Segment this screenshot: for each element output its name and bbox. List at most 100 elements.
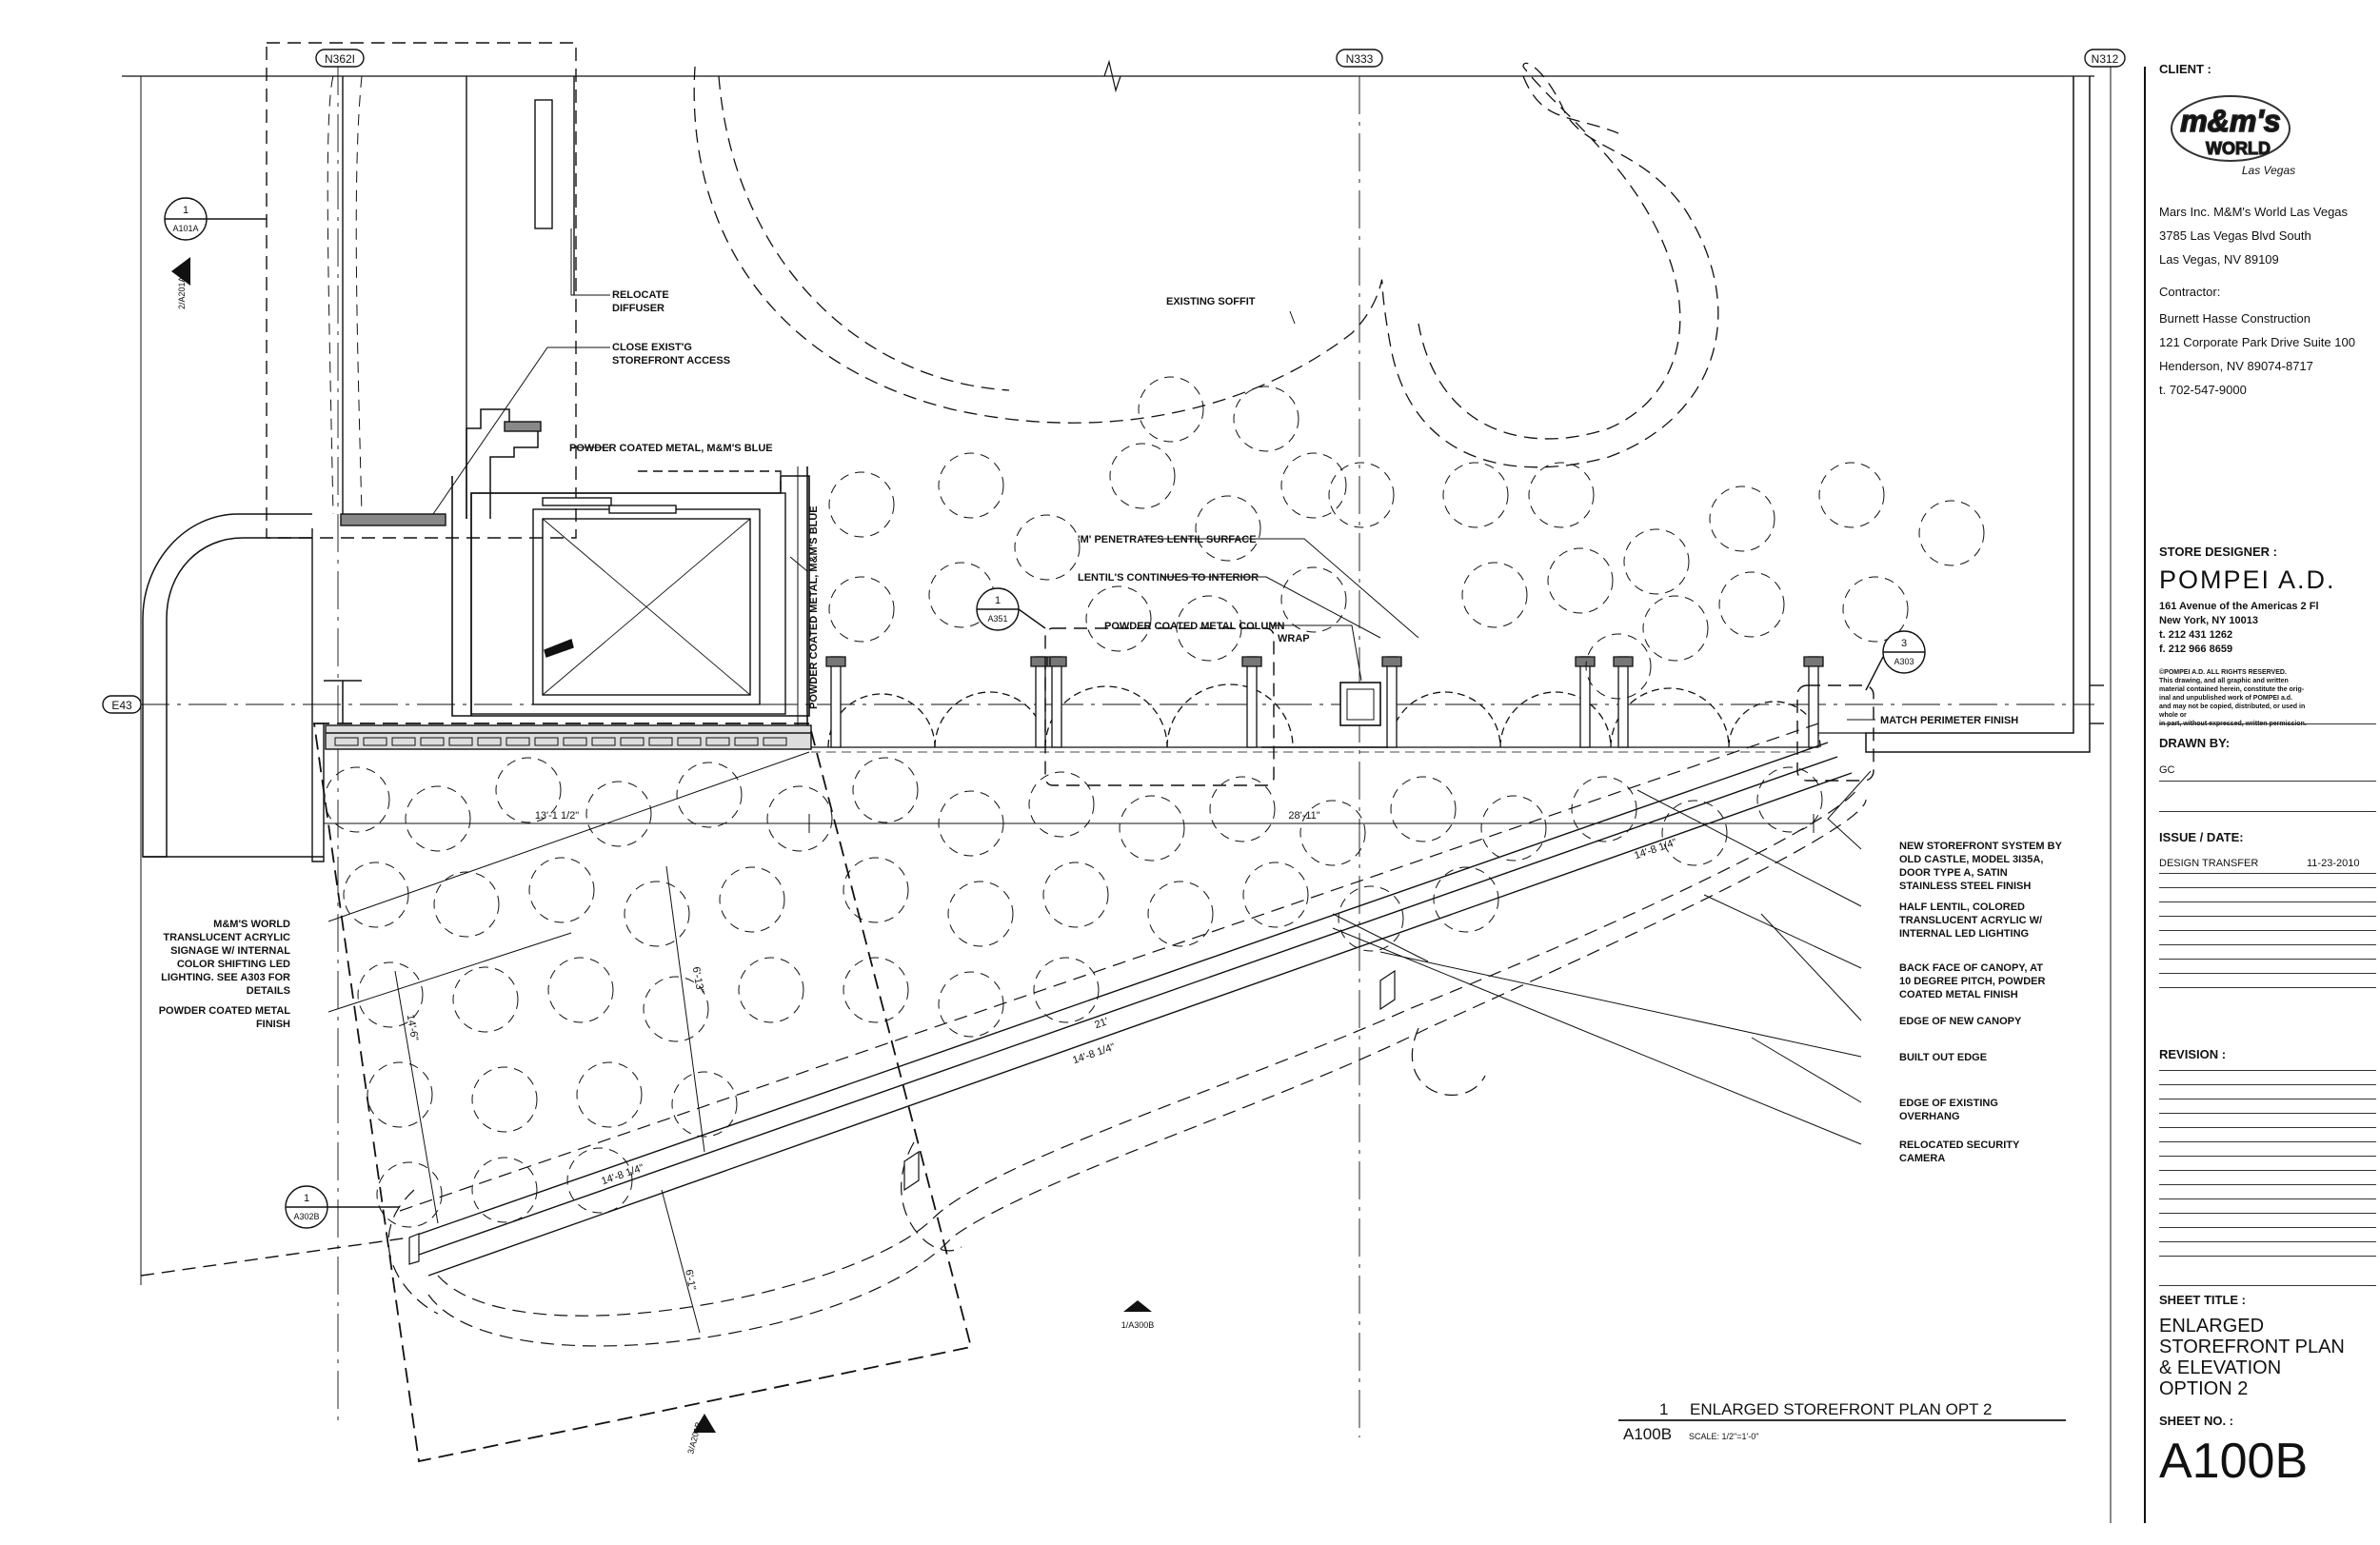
sheet-title-line-3: & ELEVATION xyxy=(2159,1357,2282,1378)
canopy-rotated-box xyxy=(312,723,973,1463)
designer-line-3: t. 212 431 1262 xyxy=(2159,629,2233,641)
note-vertical-blue: POWDER COATED METAL, M&M'S BLUE xyxy=(808,505,820,709)
note-powder-blue: POWDER COATED METAL, M&M'S BLUE xyxy=(569,443,773,454)
note-column-2: WRAP xyxy=(1278,633,1310,644)
leader-lines xyxy=(327,228,1875,1145)
issue-name: DESIGN TRANSFER xyxy=(2159,858,2259,869)
callout-a303: 3 A303 xyxy=(1865,630,1926,691)
detail-box-column xyxy=(1044,627,1275,786)
callout-num-a101a: 1 xyxy=(183,205,188,216)
notes: RELOCATE DIFFUSER CLOSE EXIST'G STOREFRO… xyxy=(159,289,2063,1164)
copyright-line-3: material contained herein, constitute th… xyxy=(2159,686,2305,693)
sheet-title-line-1: ENLARGED xyxy=(2159,1316,2265,1337)
elevator-door-2 xyxy=(608,505,677,514)
note-back-face-2: 10 DEGREE PITCH, POWDER xyxy=(1899,976,2045,987)
closed-storefront-bar2 xyxy=(504,421,542,432)
note-powder-finish-2: FINISH xyxy=(256,1019,290,1030)
callout-ref-a302b: A302B xyxy=(293,1212,319,1221)
section-mark-bottom: 1/A300B xyxy=(1121,1300,1155,1330)
dim-label-1: 13'-1 1/2" xyxy=(535,810,579,822)
door-posts xyxy=(825,656,1824,748)
note-new-storefront-2: OLD CASTLE, MODEL 3I35A, xyxy=(1899,854,2043,865)
vestibule-inner xyxy=(470,492,786,715)
logo-main-text: m&m's xyxy=(2180,104,2280,138)
callout-a351: 1 A351 xyxy=(976,587,1046,631)
elevator-x xyxy=(542,518,751,696)
column-core xyxy=(1346,688,1375,721)
section-mark-left: 2/A201A xyxy=(171,257,190,309)
drawing-title-block: 1 ENLARGED STOREFRONT PLAN OPT 2 A100B S… xyxy=(1618,1400,2066,1443)
callout-num-a302b: 1 xyxy=(304,1193,309,1204)
left-curved-wall xyxy=(142,513,312,858)
note-signage-6: DETAILS xyxy=(247,985,290,997)
contractor-label: Contractor: xyxy=(2159,285,2221,299)
copyright-line-4: inal and unpublished work of POMPEI a.d. xyxy=(2159,695,2293,702)
canopy-hatch xyxy=(408,969,1396,1265)
rule-drawn-bottom xyxy=(2159,781,2376,782)
client-line-2: 3785 Las Vegas Blvd South xyxy=(2159,228,2311,243)
note-existing-soffit: EXISTING SOFFIT xyxy=(1166,296,1256,307)
contractor-address: Burnett Hasse Construction 121 Corporate… xyxy=(2159,307,2355,402)
note-back-face-1: BACK FACE OF CANOPY, AT xyxy=(1899,962,2043,974)
callout-ref-a303: A303 xyxy=(1894,657,1914,666)
callout-a101a: 1 A101A xyxy=(164,197,267,241)
logo-city-text: Las Vegas xyxy=(2242,164,2295,177)
dashed-enclosure-top xyxy=(266,42,577,539)
note-signage-1: M&M'S WORLD xyxy=(213,919,290,930)
drawn-by-value: GC xyxy=(2159,764,2175,776)
diffuser-outline xyxy=(534,99,553,229)
note-security-1: RELOCATED SECURITY xyxy=(1899,1139,2020,1151)
rule-drawn xyxy=(2159,723,2376,724)
client-logo: m&m's WORLD Las Vegas xyxy=(2164,86,2307,181)
drawing-title-scale: SCALE: 1/2"=1'-0" xyxy=(1689,1432,1758,1441)
client-line-3: Las Vegas, NV 89109 xyxy=(2159,252,2279,267)
sheet-title-label: SHEET TITLE : xyxy=(2159,1293,2246,1307)
client-label: CLIENT : xyxy=(2159,62,2211,76)
section-mark-left-label: 2/A201A xyxy=(177,276,187,309)
dim-label-8: 6'-13" xyxy=(690,966,706,995)
callout-num-a303: 3 xyxy=(1901,638,1907,649)
note-signage-2: TRANSLUCENT ACRYLIC xyxy=(163,932,290,943)
callout-ref-a101a: A101A xyxy=(172,224,198,233)
dim-label-9: 6'-1" xyxy=(683,1269,698,1292)
note-edge-existing-2: OVERHANG xyxy=(1899,1111,1960,1122)
canopy-edges xyxy=(408,742,1853,1277)
drawing-title-text: ENLARGED STOREFRONT PLAN OPT 2 xyxy=(1690,1400,1992,1418)
grid-label-n362: N362I xyxy=(325,52,355,66)
designer-line-1: 161 Avenue of the Americas 2 Fl xyxy=(2159,601,2319,612)
callout-num-a351: 1 xyxy=(995,595,1001,606)
note-half-lentil-2: TRANSLUCENT ACRYLIC W/ xyxy=(1899,915,2042,926)
note-signage-5: LIGHTING. SEE A303 FOR xyxy=(161,972,290,983)
elevator-door xyxy=(542,497,612,506)
note-signage-3: SIGNAGE W/ INTERNAL xyxy=(170,945,290,957)
sheet-no-label: SHEET NO. : xyxy=(2159,1414,2234,1428)
rule-issue xyxy=(2159,811,2376,812)
section-mark-bottom-label: 1/A300B xyxy=(1121,1320,1155,1330)
note-new-storefront-1: NEW STOREFRONT SYSTEM BY xyxy=(1899,841,2063,852)
grid-label-e43: E43 xyxy=(111,699,132,712)
dimension-lines xyxy=(323,814,1815,1334)
sheet-number: A100B xyxy=(2159,1434,2309,1489)
contractor-line-4: t. 702-547-9000 xyxy=(2159,383,2247,397)
copyright-line-1: ©POMPEI A.D. ALL RIGHTS RESERVED. xyxy=(2159,669,2287,676)
note-lentil-continues: LENTIL'S CONTINUES TO INTERIOR xyxy=(1078,572,1259,584)
copyright-line-2: This drawing, and all graphic and writte… xyxy=(2159,678,2289,684)
note-powder-finish-1: POWDER COATED METAL xyxy=(159,1005,291,1017)
bottom-left-dashline xyxy=(140,1237,410,1277)
contractor-line-1: Burnett Hasse Construction xyxy=(2159,311,2311,326)
camera-mount xyxy=(544,639,574,658)
note-relocate-diffuser-1: RELOCATE xyxy=(612,289,669,301)
note-half-lentil-1: HALF LENTIL, COLORED xyxy=(1899,901,2025,913)
contractor-line-3: Henderson, NV 89074-8717 xyxy=(2159,359,2313,373)
issue-label: ISSUE / DATE: xyxy=(2159,830,2244,844)
dimension-labels: 13'-1 1/2" 28'-11" 14'-8 1/4" 21' 14'-8 … xyxy=(405,810,1678,1291)
corridor-dashed-oval xyxy=(327,75,363,515)
existing-soffit-outline xyxy=(693,62,1719,468)
copyright-notice: ©POMPEI A.D. ALL RIGHTS RESERVED. This d… xyxy=(2159,668,2321,728)
logo-graphic: m&m's WORLD Las Vegas xyxy=(2171,95,2295,177)
dim-label-5: 14'-8 1/4" xyxy=(1071,1041,1117,1066)
issue-date: 11-23-2010 xyxy=(2307,858,2360,869)
dim-label-3: 14'-8 1/4" xyxy=(1633,837,1678,862)
